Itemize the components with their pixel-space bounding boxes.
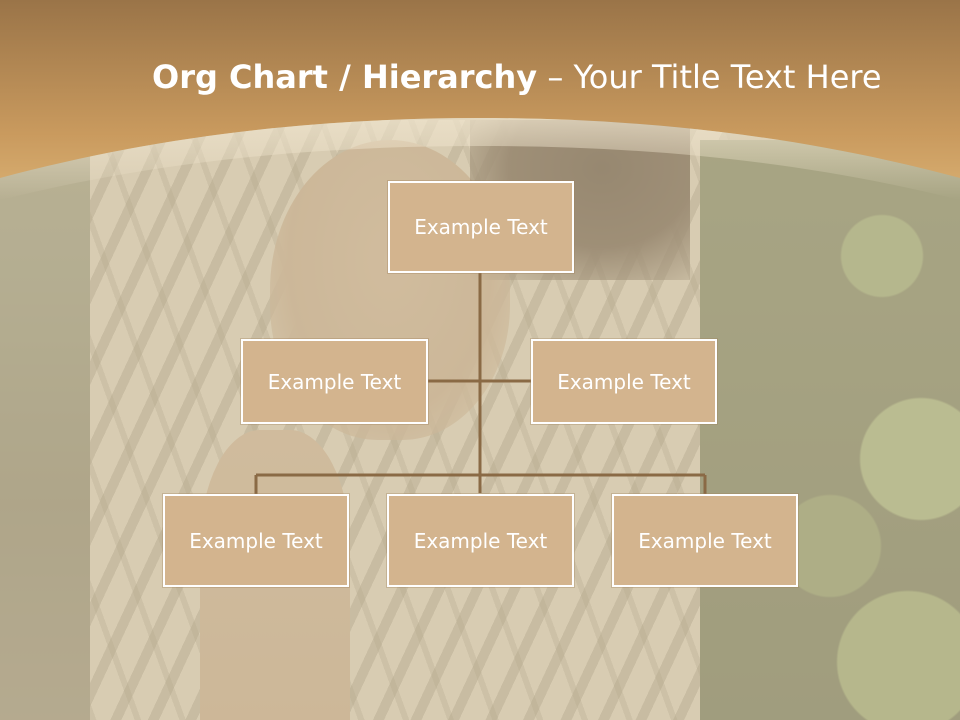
title-bold: Org Chart / Hierarchy xyxy=(152,58,538,96)
org-node-child-2[interactable]: Example Text xyxy=(387,494,574,587)
org-node-root-label: Example Text xyxy=(414,215,548,239)
title-regular: Your Title Text Here xyxy=(573,58,882,96)
org-node-child-2-label: Example Text xyxy=(413,528,548,553)
org-node-child-3[interactable]: Example Text xyxy=(612,494,798,587)
org-node-assistant-left-label: Example Text xyxy=(267,369,402,394)
page-title: Org Chart / Hierarchy – Your Title Text … xyxy=(152,54,932,100)
org-node-assistant-left[interactable]: Example Text xyxy=(241,339,428,424)
title-dash: – xyxy=(537,58,574,96)
org-node-child-1-label: Example Text xyxy=(189,528,323,553)
org-node-root[interactable]: Example Text xyxy=(388,181,574,273)
org-node-child-3-label: Example Text xyxy=(638,528,772,553)
title-band: Org Chart / Hierarchy – Your Title Text … xyxy=(0,0,960,200)
org-node-assistant-right-label: Example Text xyxy=(557,369,691,394)
title-band-shape xyxy=(0,0,960,200)
org-node-assistant-right[interactable]: Example Text xyxy=(531,339,717,424)
org-node-child-1[interactable]: Example Text xyxy=(163,494,349,587)
